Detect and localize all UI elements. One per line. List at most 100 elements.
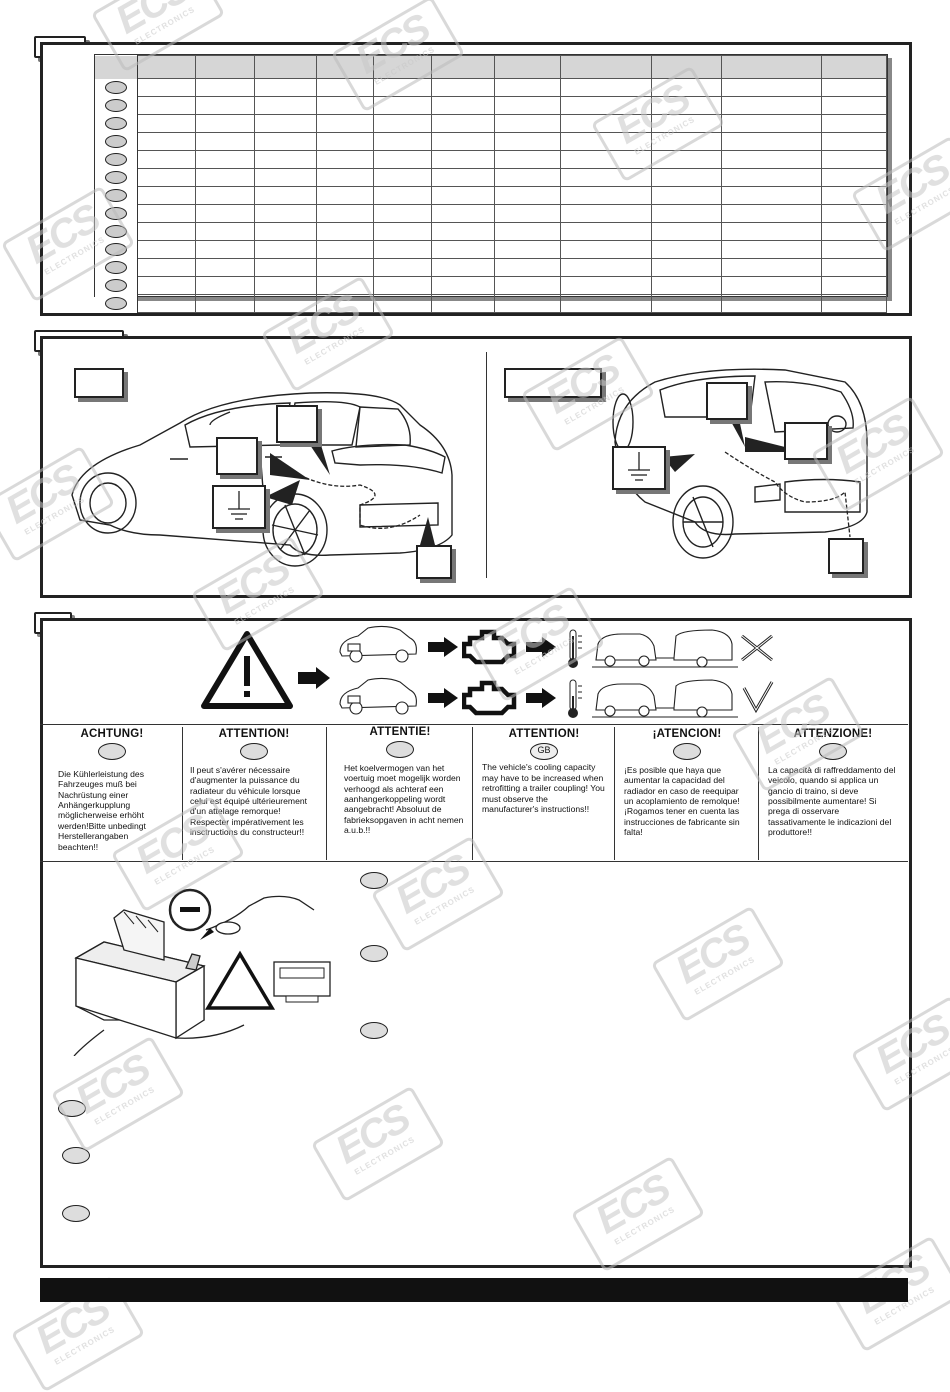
row-oval-cell	[95, 258, 138, 277]
table-cell	[821, 150, 887, 169]
table-cell	[372, 294, 433, 313]
table-cell	[560, 258, 652, 277]
table-cell	[431, 204, 495, 223]
table-row	[95, 96, 887, 115]
table-cell	[821, 78, 887, 97]
table-cell	[253, 294, 318, 313]
label-box-a	[74, 368, 124, 398]
table-cell	[372, 276, 433, 295]
table-cell	[316, 114, 374, 133]
table-cell	[721, 150, 823, 169]
table-cell	[253, 78, 318, 97]
table-row	[95, 150, 887, 169]
table-cell	[821, 132, 887, 151]
table-cell	[493, 96, 562, 115]
table-cell	[431, 96, 495, 115]
table-cell	[493, 204, 562, 223]
table-cell	[253, 186, 318, 205]
table-cell	[721, 294, 823, 313]
row-oval-cell	[95, 276, 138, 295]
table-cell	[431, 150, 495, 169]
table-header-cell	[195, 55, 255, 79]
sedan-icon	[339, 677, 417, 715]
table-header-cell	[650, 55, 723, 79]
table-cell	[253, 204, 318, 223]
table-cell	[560, 276, 652, 295]
table-cell	[253, 132, 318, 151]
table-cell	[195, 168, 255, 187]
table-cell	[136, 150, 197, 169]
table-header-cell	[95, 55, 138, 79]
table-cell	[372, 222, 433, 241]
row-oval-cell	[95, 150, 138, 169]
table-cell	[721, 114, 823, 133]
table-cell	[195, 150, 255, 169]
table-cell	[316, 258, 374, 277]
row-oval	[104, 80, 127, 94]
table-cell	[136, 222, 197, 241]
thermometer-icon	[568, 629, 582, 668]
warning-title: ATTENTION!	[218, 728, 290, 740]
warning-text: La capacità di raffreddamento del veicol…	[768, 764, 896, 838]
table-cell	[136, 96, 197, 115]
table-cell	[821, 258, 887, 277]
table-cell	[560, 294, 652, 313]
table-cell	[136, 240, 197, 259]
table-cell	[136, 114, 197, 133]
footer-bar	[40, 1278, 908, 1302]
table-cell	[195, 222, 255, 241]
row-oval-cell	[95, 96, 138, 115]
table-cell	[650, 168, 723, 187]
table-cell	[195, 240, 255, 259]
table-cell	[560, 186, 652, 205]
warning-fr: ATTENTION! Il peut s'avérer nécessaire d…	[184, 727, 324, 861]
sep-3	[472, 727, 473, 860]
flag-oval	[240, 743, 268, 761]
table-cell	[493, 78, 562, 97]
table-cell	[821, 294, 887, 313]
table-cell	[721, 240, 823, 259]
table-row	[95, 222, 887, 241]
step-oval-3	[360, 1022, 388, 1039]
table-row	[95, 258, 887, 277]
table-row	[95, 132, 887, 151]
table-cell	[493, 132, 562, 151]
table-cell	[493, 186, 562, 205]
table-cell	[372, 114, 433, 133]
table-cell	[316, 186, 374, 205]
warning-title: ACHTUNG!	[80, 728, 144, 740]
row-oval-cell	[95, 294, 138, 313]
table-cell	[372, 186, 433, 205]
section-2-frame	[40, 336, 912, 598]
table-row	[95, 276, 887, 295]
label-box-c	[216, 437, 258, 475]
table-cell	[821, 96, 887, 115]
row-oval	[104, 278, 127, 292]
step-oval-1	[360, 872, 388, 889]
table-cell	[372, 132, 433, 151]
flag-oval	[98, 743, 126, 761]
arrow-icon	[428, 637, 458, 657]
row-oval	[104, 116, 127, 130]
table-cell	[493, 276, 562, 295]
flag-oval	[819, 743, 847, 761]
table-cell	[372, 204, 433, 223]
connection-table	[94, 54, 888, 313]
table-cell	[316, 132, 374, 151]
table-cell	[136, 276, 197, 295]
table-cell	[431, 168, 495, 187]
table-cell	[493, 294, 562, 313]
warning-title: ¡ATENCION!	[652, 728, 722, 740]
table-cell	[253, 96, 318, 115]
thermometer-icon	[568, 679, 582, 718]
table-cell	[253, 114, 318, 133]
table-cell	[493, 150, 562, 169]
table-cell	[195, 78, 255, 97]
warning-text: Het koelvermogen van het voertuig moet m…	[344, 762, 464, 836]
warning-title: ATTENTION!	[508, 728, 580, 740]
table-cell	[253, 222, 318, 241]
arrow-icon	[298, 667, 330, 689]
table-cell	[821, 114, 887, 133]
divider-line	[486, 352, 487, 578]
table-cell	[195, 132, 255, 151]
